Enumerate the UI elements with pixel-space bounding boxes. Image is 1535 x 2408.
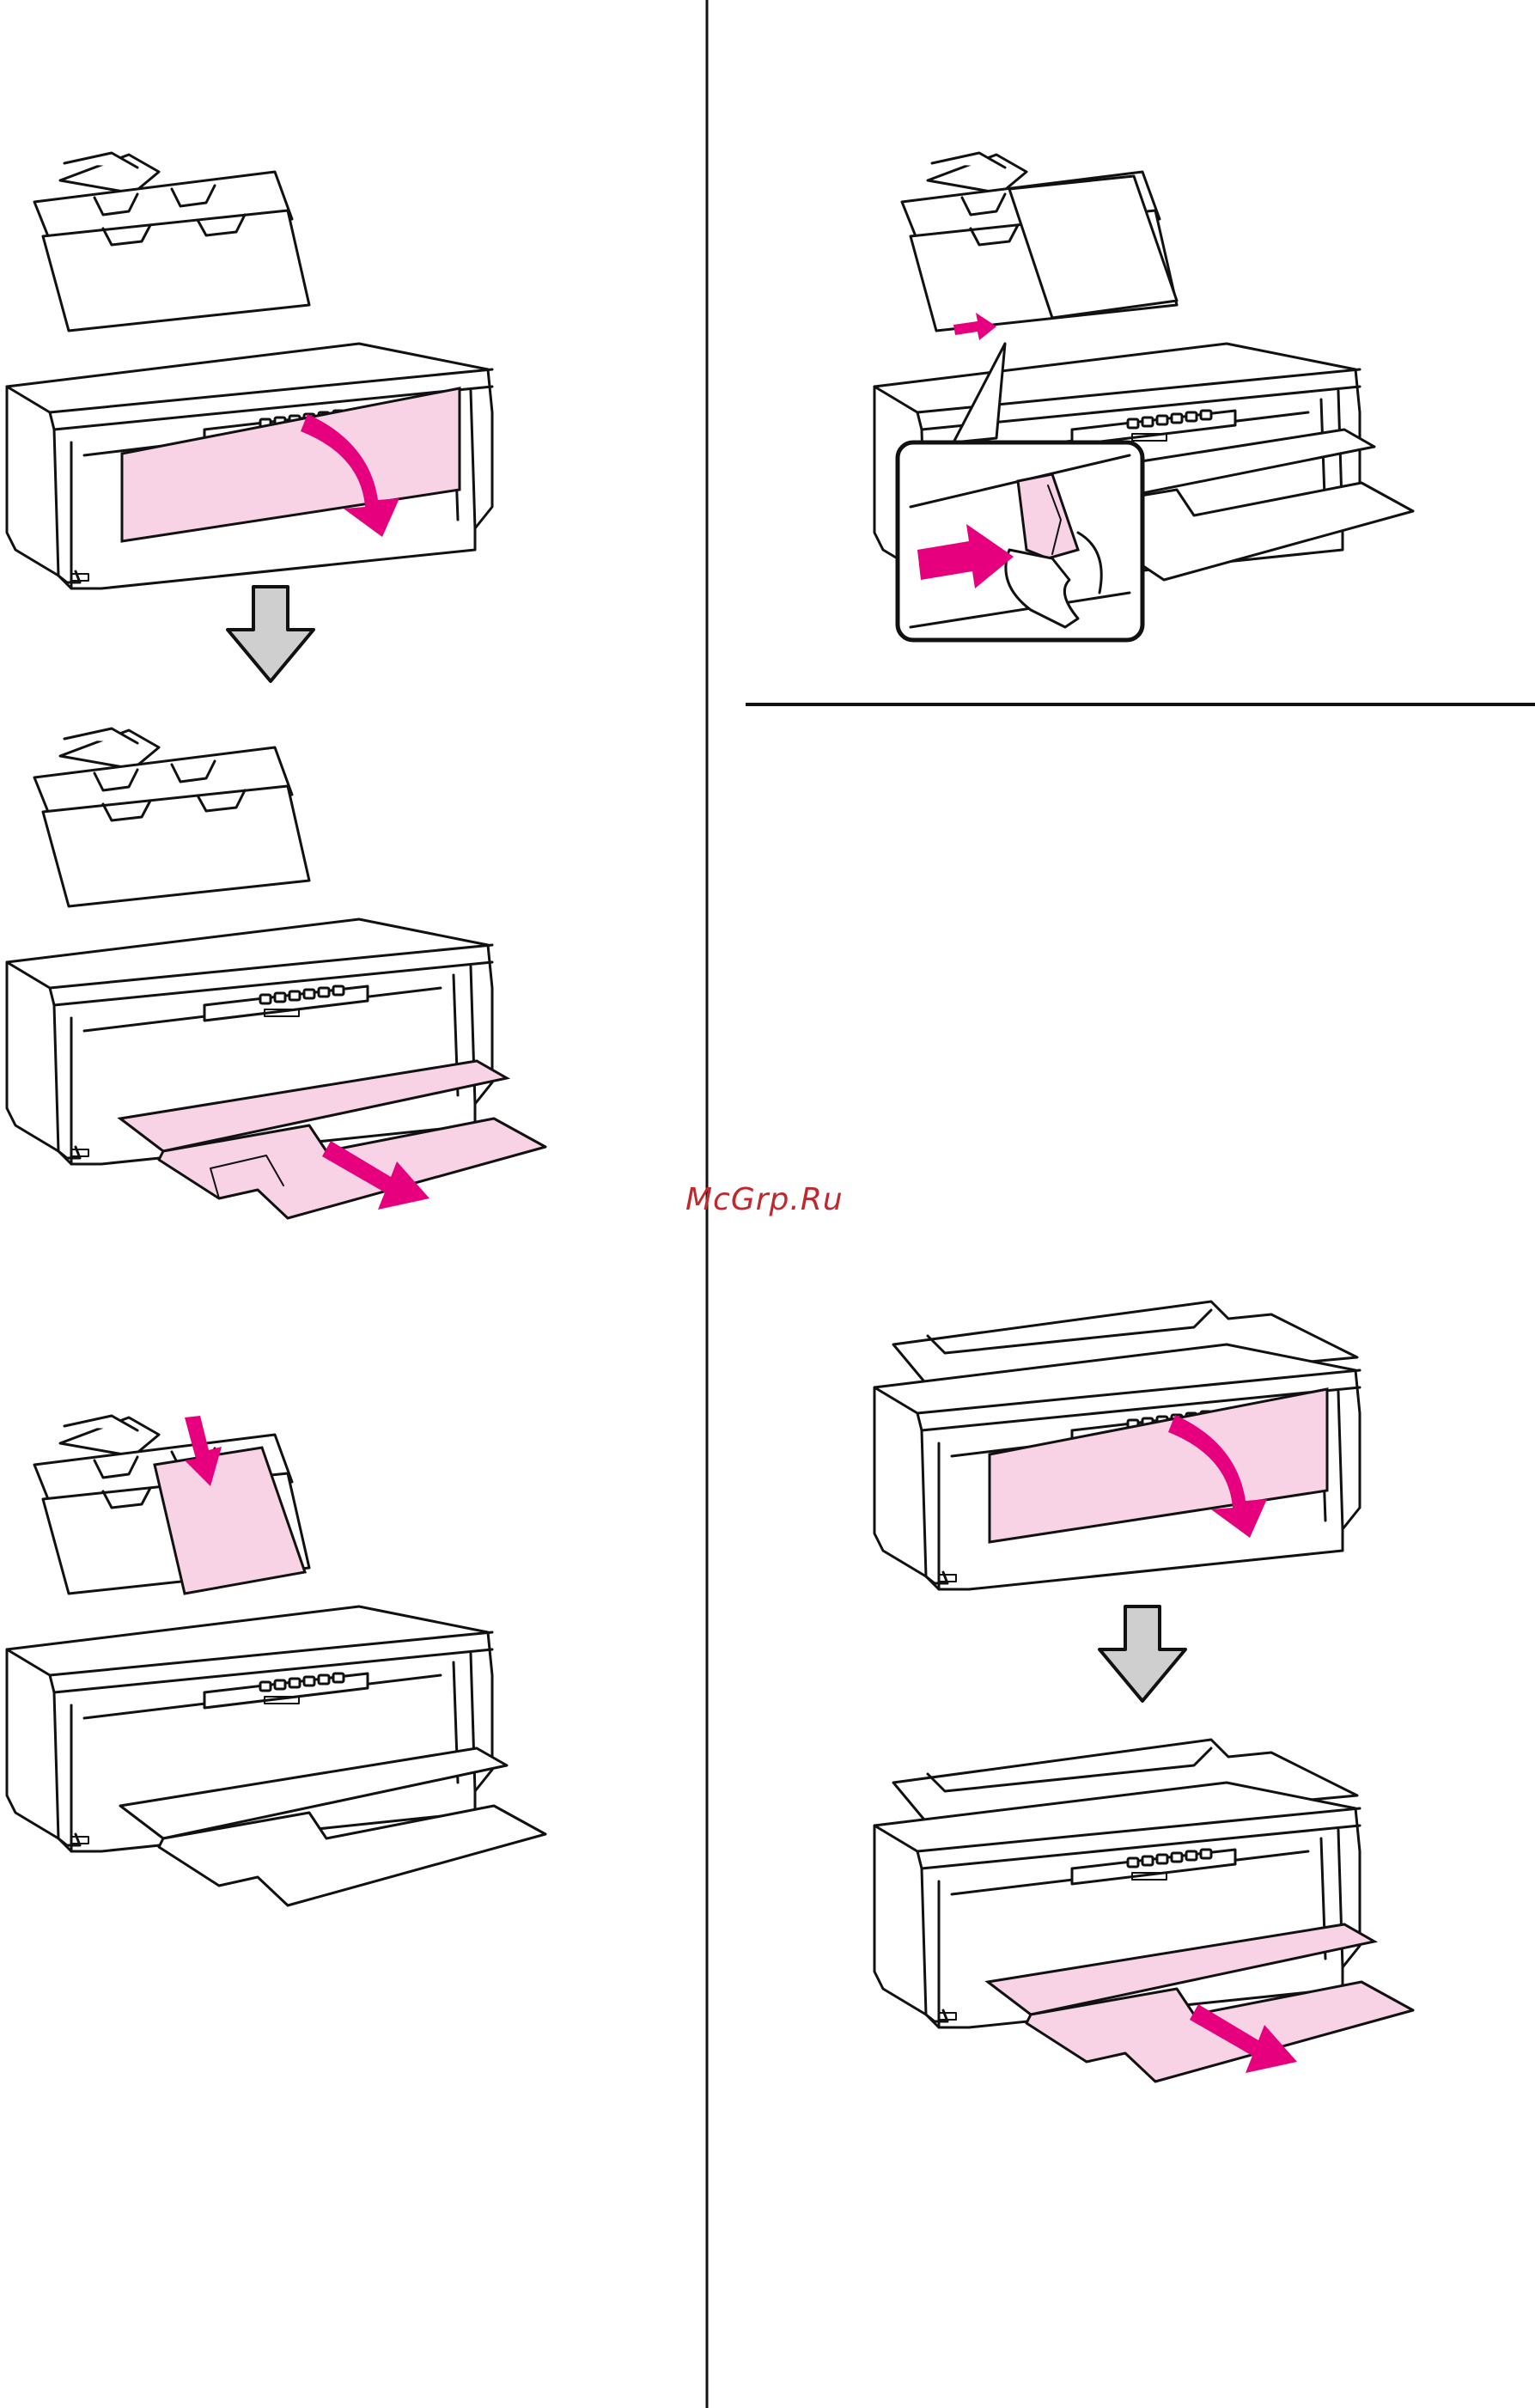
figure-slide-edge-guide	[874, 153, 1413, 640]
figure-pull-out-output-tray-2	[874, 1740, 1413, 2082]
down-arrow-icon-2	[1099, 1606, 1185, 1701]
watermark-text: McGrp.Ru	[685, 1182, 844, 1217]
figure-open-front-cover	[7, 153, 492, 588]
down-arrow-icon	[228, 587, 314, 681]
figure-open-front-cover-2	[874, 1302, 1360, 1589]
figure-pull-out-output-tray	[7, 728, 545, 1218]
figure-load-sheet-rear-feeder	[7, 1416, 545, 1905]
